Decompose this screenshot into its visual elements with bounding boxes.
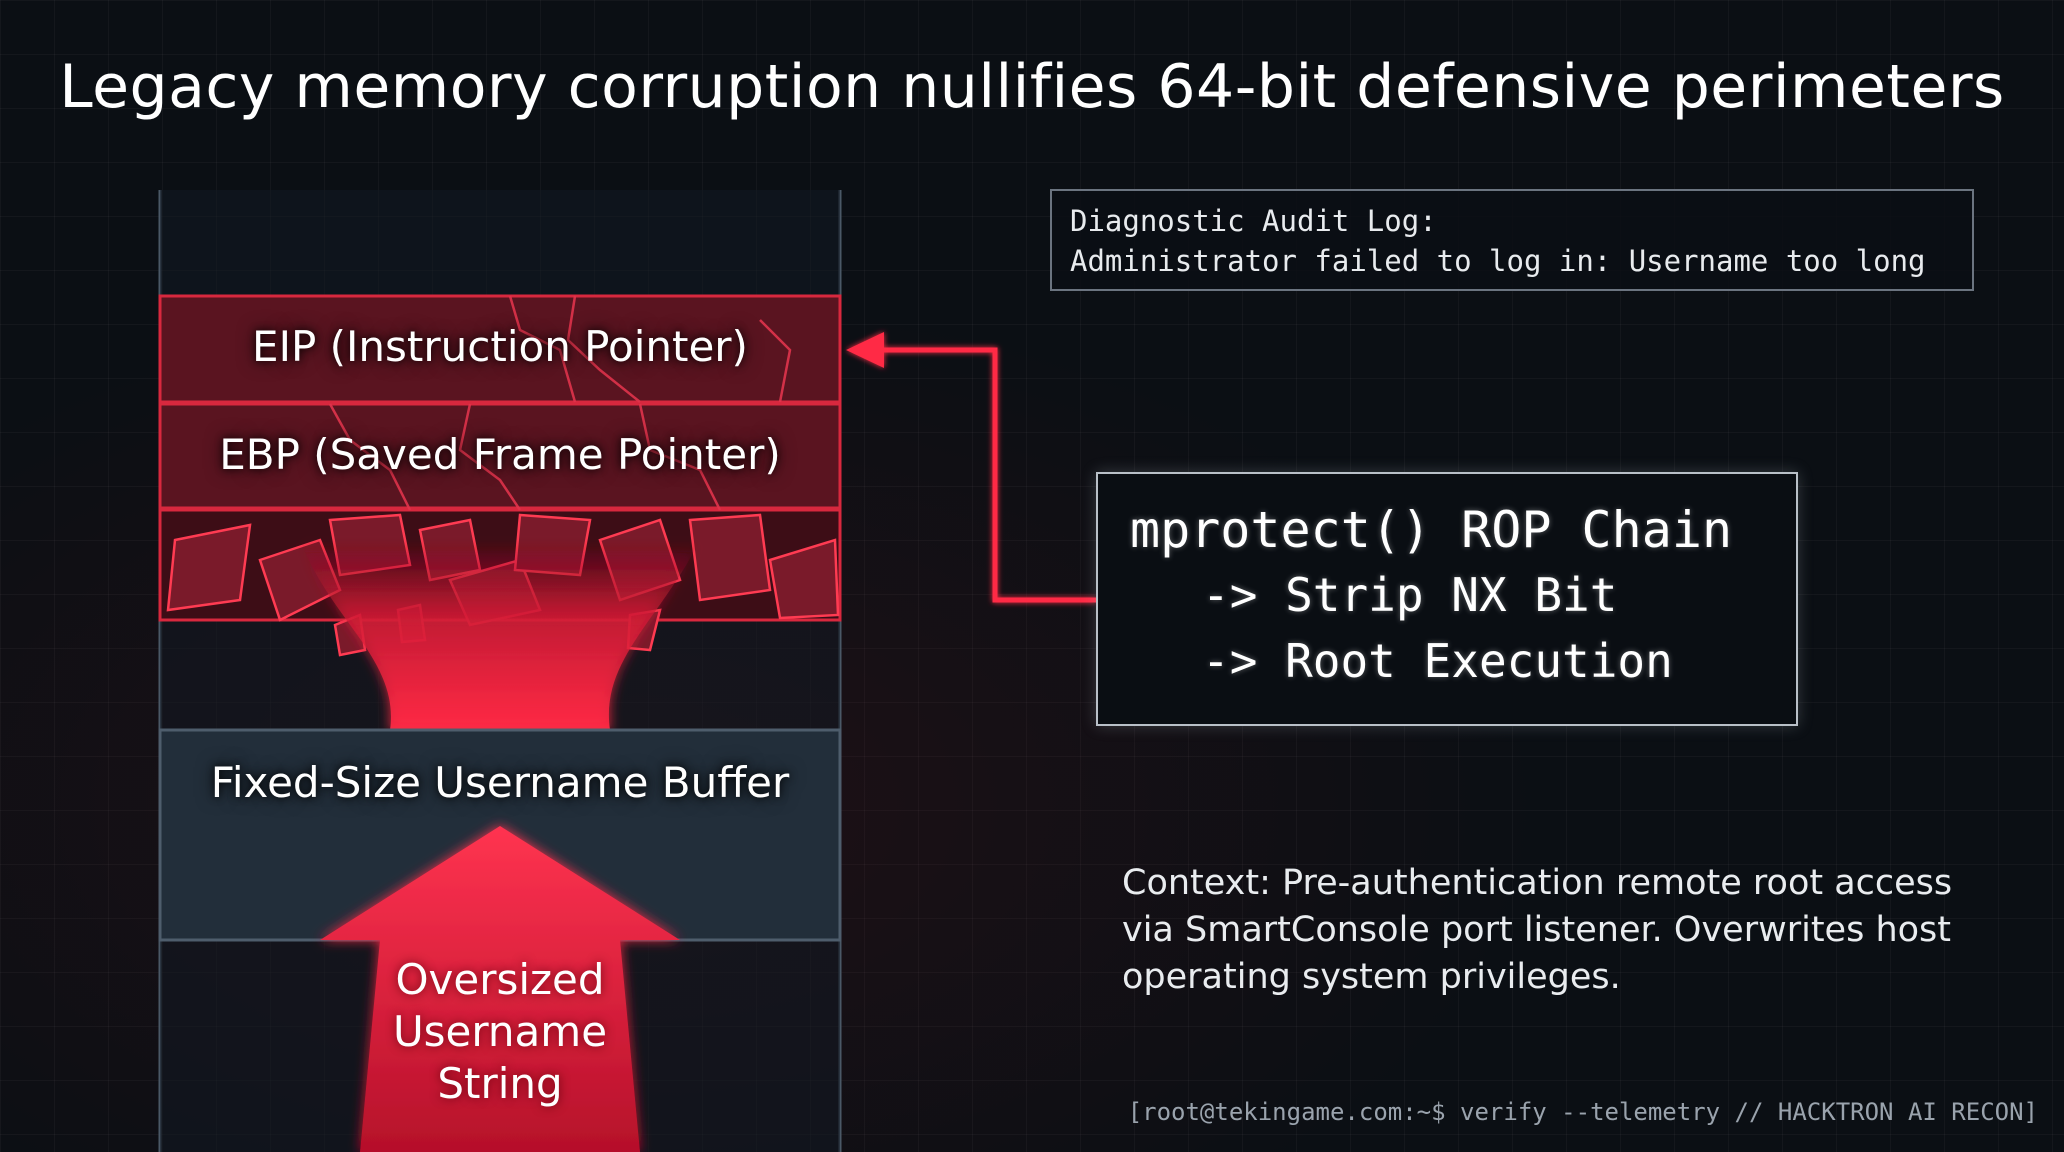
buffer-label: Fixed-Size Username Buffer (210, 758, 790, 807)
input-arrow-line: Oversized (395, 955, 605, 1004)
page-title: Legacy memory corruption nullifies 64-bi… (59, 52, 2005, 122)
audit-log-heading: Diagnostic Audit Log: (1070, 204, 1437, 238)
connector-line (880, 347, 1096, 603)
rop-chain-box: mprotect() ROP Chain -> Strip NX Bit -> … (1096, 472, 1798, 726)
input-arrow-label: Oversized Username String (320, 954, 680, 1110)
eip-label: EIP (Instruction Pointer) (252, 322, 748, 371)
audit-log-message: Administrator failed to log in: Username… (1070, 244, 1926, 278)
connector-arrowhead (846, 332, 884, 368)
audit-log-box: Diagnostic Audit Log: Administrator fail… (1050, 189, 1974, 291)
context-text: Context: Pre-authentication remote root … (1122, 863, 1953, 997)
input-arrow (320, 826, 680, 1152)
rop-chain-title: mprotect() ROP Chain (1130, 501, 1733, 559)
crack-lines (328, 295, 792, 511)
terminal-footer: [root@tekingame.com:~$ verify --telemetr… (1127, 1098, 2038, 1126)
rop-step-root-exec: -> Root Execution (1202, 634, 1673, 688)
input-arrow-line: String (437, 1059, 563, 1108)
ebp-label: EBP (Saved Frame Pointer) (219, 430, 781, 479)
ebp-block (158, 402, 842, 510)
overflow-burst (300, 540, 700, 730)
input-arrow-line: Username (392, 1007, 608, 1056)
rop-step-strip-nx: -> Strip NX Bit (1202, 568, 1618, 622)
eip-block (158, 294, 842, 404)
